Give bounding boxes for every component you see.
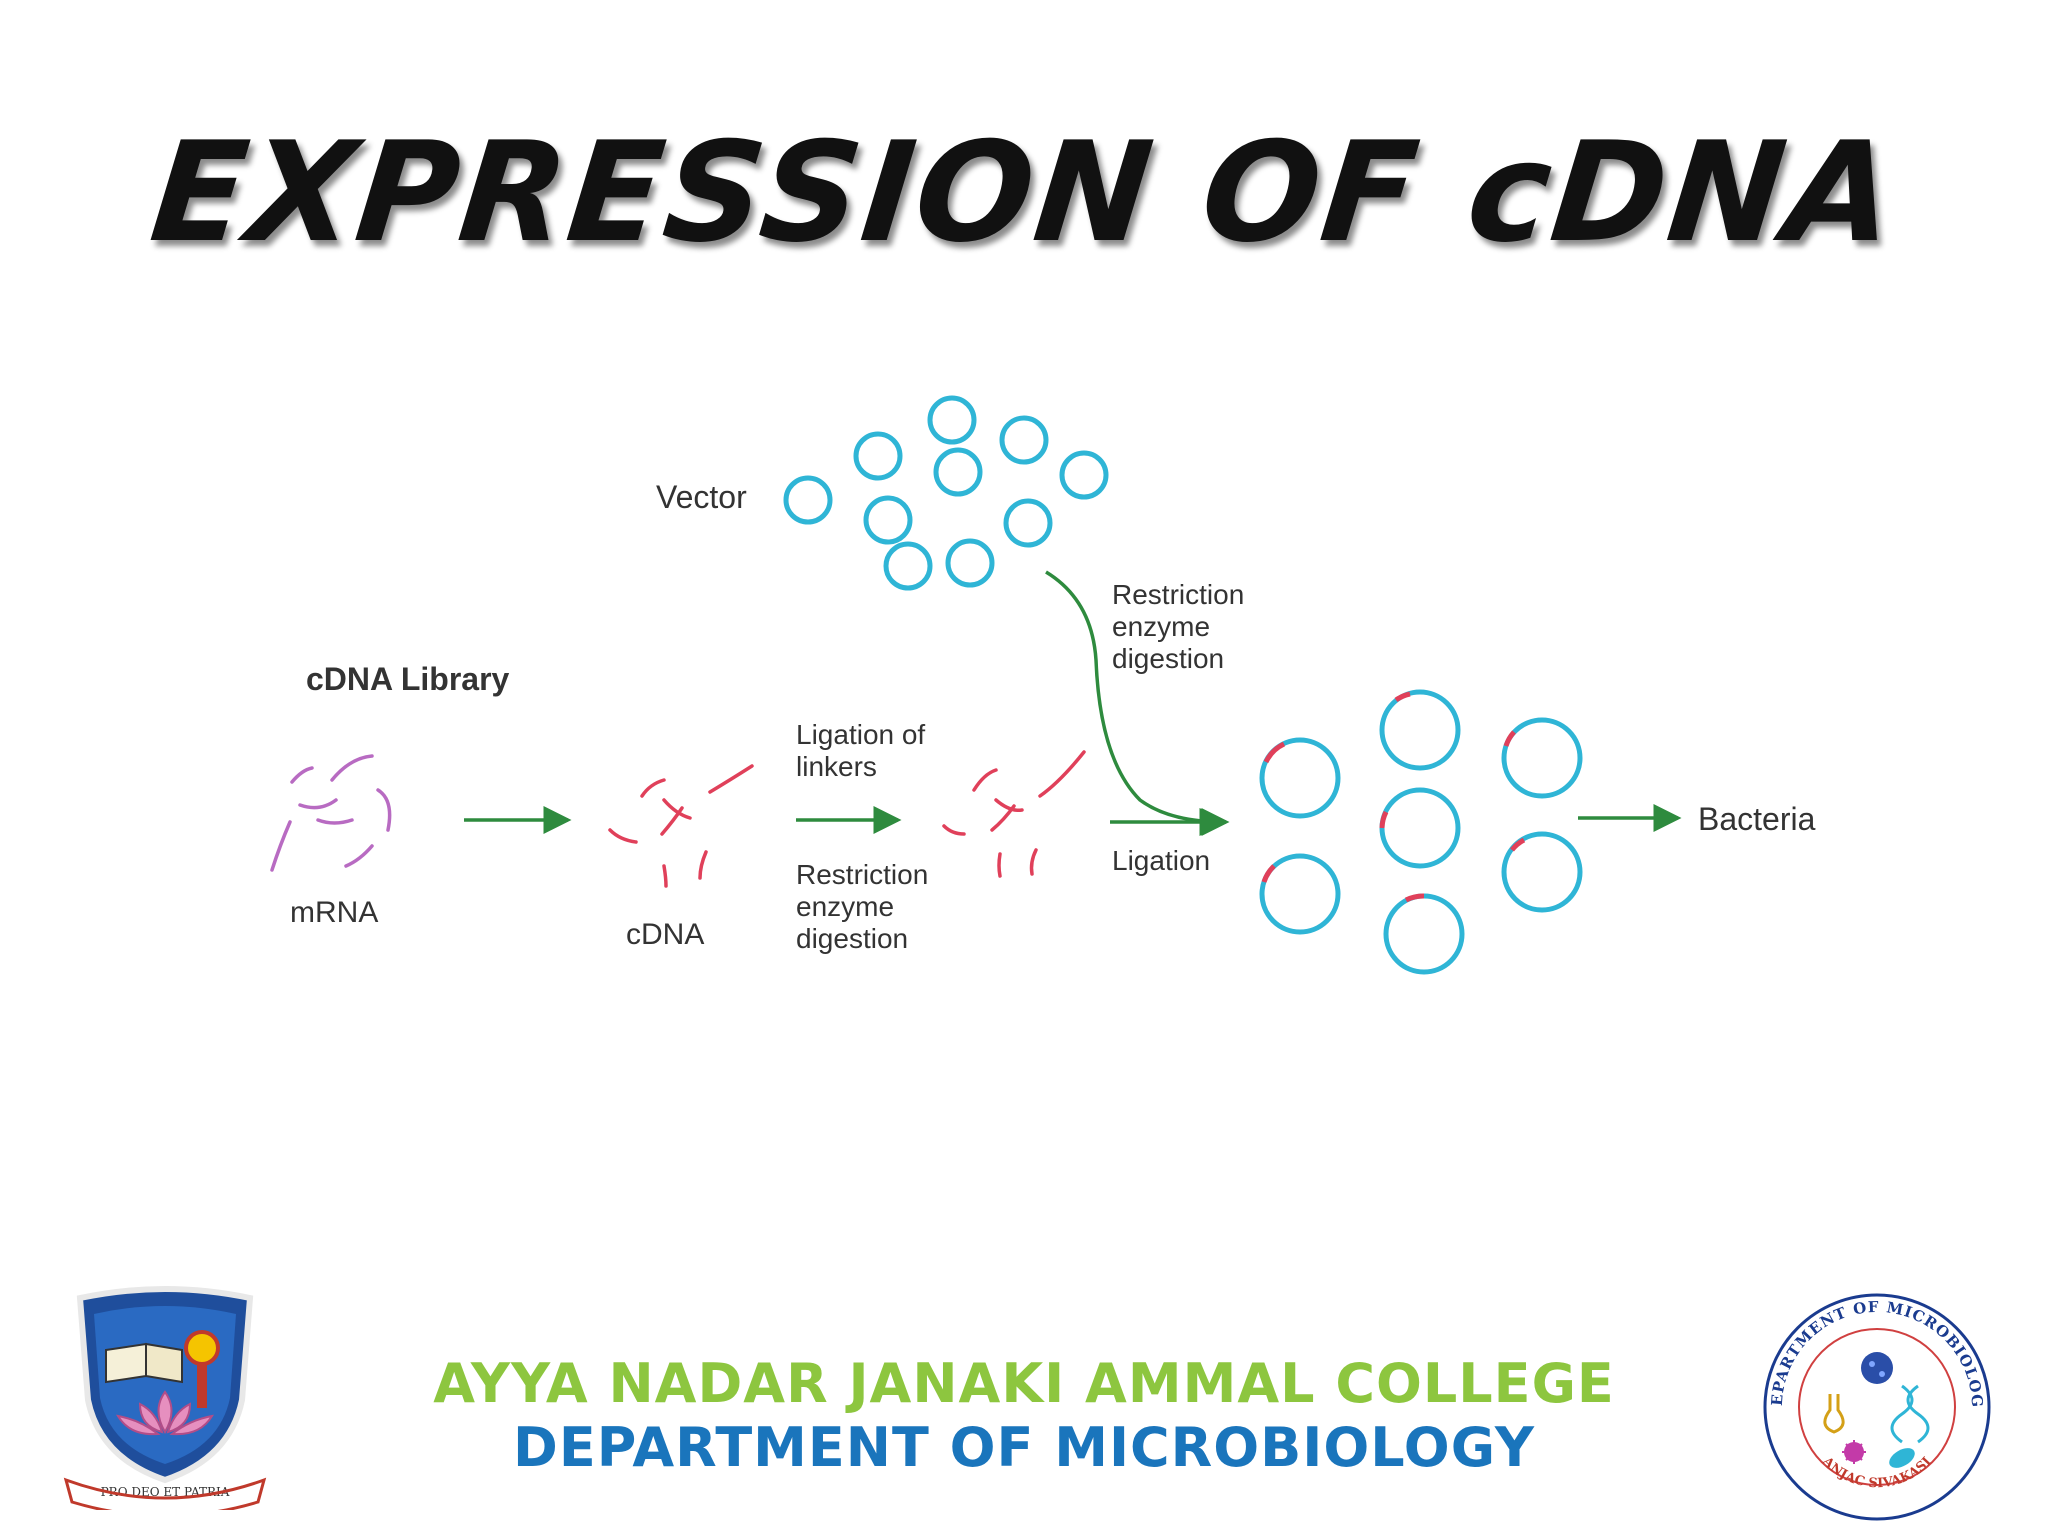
vector-plasmid [863, 495, 913, 545]
vector-plasmid [1003, 498, 1053, 548]
vector-plasmids [783, 395, 1109, 591]
recombinant-plasmid [1501, 717, 1583, 799]
recombinant-plasmid [1379, 689, 1461, 771]
cdna-label: cDNA [626, 918, 704, 951]
recombinant-plasmid [1259, 737, 1341, 819]
linker-cdna-fragment [1029, 848, 1038, 876]
vector-digestion-arrow [1045, 570, 1228, 836]
mrna-fragment [270, 820, 292, 872]
flask-icon [1823, 1394, 1845, 1434]
cdna-fragment [608, 828, 638, 844]
cdna-fragment [708, 764, 754, 794]
linker-cdna-fragments [942, 750, 1086, 878]
mrna-fragment [316, 818, 354, 825]
cdna-fragment [662, 864, 668, 888]
linker-cdna-fragment [972, 768, 998, 792]
vector-plasmid [783, 475, 833, 525]
label-line: enzyme [1112, 611, 1210, 642]
vector-plasmid [927, 395, 977, 445]
linker-cdna-fragment [990, 804, 1016, 832]
mrna-fragment [330, 754, 374, 782]
mrna-fragment [376, 788, 392, 832]
label-line: digestion [1112, 643, 1224, 674]
department-name: DEPARTMENT OF MICROBIOLOGY [513, 1416, 1535, 1479]
recombinant-plasmid [1383, 893, 1465, 975]
recombinant-plasmids [1259, 689, 1583, 975]
vector-plasmid [945, 538, 995, 588]
linker-cdna-fragment [997, 852, 1002, 878]
cdna-fragment [640, 778, 666, 798]
college-crest-logo: PRO DEO ET PATRIA [63, 1286, 267, 1510]
dna-helix-icon [1890, 1384, 1930, 1444]
vector-plasmid [1059, 450, 1109, 500]
mrna-fragment [298, 798, 338, 810]
label-line: enzyme [796, 891, 894, 922]
cdna-library-label: cDNA Library [306, 661, 510, 697]
college-name: AYYA NADAR JANAKI AMMAL COLLEGE [433, 1352, 1615, 1415]
label-line: Restriction [1112, 579, 1244, 610]
label-line: Ligation of [796, 719, 925, 750]
department-seal-logo: DEPARTMENT OF MICROBIOLOGY ANJAC SIVAKAS… [1752, 1282, 1991, 1521]
vector-plasmid [933, 447, 983, 497]
linker-cdna-fragment [1038, 750, 1086, 798]
recombinant-plasmid [1501, 831, 1583, 913]
bacteria-label: Bacteria [1698, 801, 1816, 837]
cdna-fragment [698, 850, 708, 880]
vector-plasmid [999, 415, 1049, 465]
seal-inner-ring [1798, 1328, 1956, 1486]
bacterium-icon [1889, 1448, 1915, 1468]
label-line: linkers [796, 751, 877, 782]
vector-plasmid [853, 431, 903, 481]
linker-cdna-fragment [942, 824, 966, 836]
label-line: Restriction [796, 859, 928, 890]
mrna-fragment [290, 766, 314, 784]
restriction-digestion-label: Restriction enzyme digestion [796, 859, 936, 954]
cdna-fragment [660, 806, 684, 836]
mrna-fragment [344, 844, 374, 868]
cdna-fragment [662, 798, 692, 820]
recombinant-plasmid [1379, 787, 1461, 869]
vector-plasmid [883, 541, 933, 591]
vector-restriction-label: Restriction enzyme digestion [1112, 579, 1252, 674]
ligation-label: Ligation [1112, 845, 1210, 876]
ligation-of-linkers-label: Ligation of linkers [796, 719, 933, 782]
torch-icon [184, 1330, 220, 1408]
book-icon [105, 1342, 183, 1384]
cdna-fragments [608, 764, 754, 888]
linker-cdna-fragment [994, 798, 1024, 813]
lotus-icon [116, 1390, 214, 1436]
microbe-icon [1861, 1352, 1893, 1384]
crest-ribbon [63, 1477, 267, 1510]
vector-label: Vector [656, 479, 747, 515]
virus-icon [1842, 1440, 1866, 1464]
mrna-label: mRNA [290, 896, 378, 929]
label-line: digestion [796, 923, 908, 954]
mrna-fragments [270, 754, 392, 872]
recombinant-plasmid [1259, 853, 1341, 935]
